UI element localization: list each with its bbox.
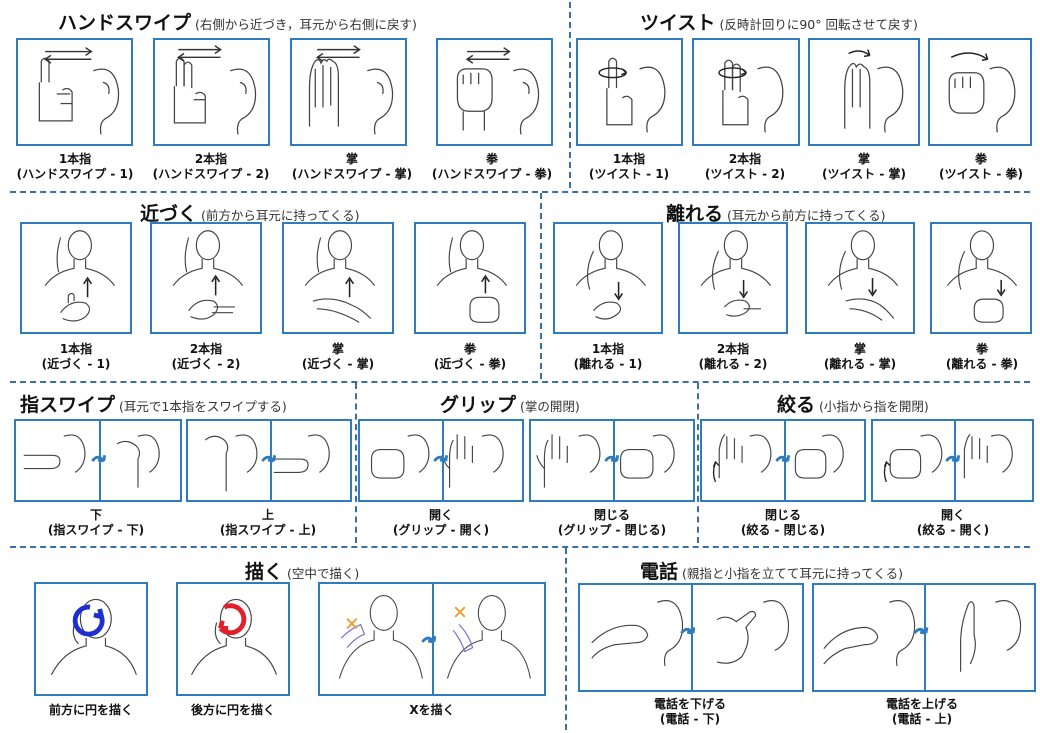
caption-draw-circle-front: 前方に円を描く xyxy=(48,703,134,717)
draw-circle-front-image xyxy=(34,582,148,696)
grip-close-image xyxy=(529,419,695,502)
section-title-phone: 電話(親指と小指を立てて耳元に持ってくる) xyxy=(640,561,904,583)
caption-approach-1: 1本指(近づく - 1) xyxy=(41,342,111,371)
divider-vertical-row4 xyxy=(565,548,567,730)
twist-fist-image xyxy=(928,38,1032,146)
caption-leave-1: 1本指(離れる - 1) xyxy=(573,342,643,371)
leave-fist-image xyxy=(930,222,1032,334)
caption-grip-open: 開く(グリップ - 開く) xyxy=(392,508,490,537)
caption-leave-2: 2本指(離れる - 2) xyxy=(698,342,768,371)
approach-2-image xyxy=(150,222,262,334)
finger-swipe-down-image xyxy=(14,419,182,502)
caption-twist-1: 1本指(ツイスト - 1) xyxy=(588,152,670,181)
section-title-draw: 描く(空中で描く) xyxy=(245,561,360,583)
caption-approach-palm: 掌(近づく - 掌) xyxy=(301,342,375,371)
caption-draw-x: Xを描く xyxy=(409,703,455,717)
caption-hand-swipe-1: 1本指(ハンドスワイプ - 1) xyxy=(16,152,134,181)
caption-squeeze-open: 開く(絞る - 開く) xyxy=(916,508,990,537)
phone-up-image xyxy=(812,583,1036,692)
caption-phone-up: 電話を上げる(電話 - 上) xyxy=(885,697,959,726)
phone-down-image xyxy=(578,583,804,692)
caption-hand-swipe-2: 2本指(ハンドスワイプ - 2) xyxy=(152,152,270,181)
caption-draw-circle-back: 後方に円を描く xyxy=(190,703,276,717)
twist-1-image xyxy=(576,38,683,146)
twist-2-image xyxy=(692,38,800,146)
hand-swipe-fist-image xyxy=(436,38,553,146)
divider-vertical-row3b xyxy=(697,383,699,543)
divider-horizontal-3 xyxy=(10,546,1030,548)
caption-leave-fist: 拳(離れる - 拳) xyxy=(945,342,1019,371)
caption-twist-fist: 拳(ツイスト - 拳) xyxy=(939,152,1023,181)
caption-finger-swipe-down: 下(指スワイプ - 下) xyxy=(47,508,145,537)
divider-vertical-row2 xyxy=(540,193,542,379)
caption-hand-swipe-fist: 拳(ハンドスワイプ - 拳) xyxy=(431,152,553,181)
draw-x-image xyxy=(318,582,546,696)
hand-swipe-palm-image xyxy=(290,38,407,146)
caption-hand-swipe-palm: 掌(ハンドスワイプ - 掌) xyxy=(291,152,413,181)
section-title-leave: 離れる(耳元から前方に持ってくる) xyxy=(666,203,886,225)
approach-palm-image xyxy=(282,222,394,334)
squeeze-close-image xyxy=(700,419,866,502)
caption-squeeze-close: 閉じる(絞る - 閉じる) xyxy=(740,508,826,537)
leave-2-image xyxy=(678,222,788,334)
leave-palm-image xyxy=(805,222,915,334)
caption-twist-palm: 掌(ツイスト - 掌) xyxy=(822,152,906,181)
caption-leave-palm: 掌(離れる - 掌) xyxy=(823,342,897,371)
hand-swipe-1-image xyxy=(16,38,133,146)
squeeze-open-image xyxy=(871,419,1034,502)
divider-horizontal-1 xyxy=(10,191,1030,193)
leave-1-image xyxy=(553,222,663,334)
approach-fist-image xyxy=(414,222,526,334)
section-title-finger-swipe: 指スワイプ(耳元で1本指をスワイプする) xyxy=(20,394,287,416)
caption-phone-down: 電話を下げる(電話 - 下) xyxy=(653,697,727,726)
section-title-grip: グリップ(掌の開閉) xyxy=(440,394,580,416)
grip-open-image xyxy=(358,419,524,502)
section-title-approach: 近づく(前方から耳元に持ってくる) xyxy=(140,203,360,225)
divider-vertical-row3a xyxy=(355,383,357,543)
twist-palm-image xyxy=(808,38,920,146)
caption-grip-close: 閉じる(グリップ - 閉じる) xyxy=(557,508,667,537)
finger-swipe-up-image xyxy=(186,419,352,502)
caption-approach-fist: 拳(近づく - 拳) xyxy=(433,342,507,371)
draw-circle-back-image xyxy=(176,582,290,696)
section-title-twist: ツイスト(反時計回りに90° 回転させて戻す) xyxy=(640,12,918,34)
divider-vertical-row1 xyxy=(569,2,571,188)
caption-finger-swipe-up: 上(指スワイプ - 上) xyxy=(219,508,317,537)
caption-twist-2: 2本指(ツイスト - 2) xyxy=(704,152,786,181)
approach-1-image xyxy=(20,222,132,334)
divider-horizontal-2 xyxy=(10,381,1030,383)
section-title-squeeze: 絞る(小指から指を開閉) xyxy=(777,394,929,416)
caption-approach-2: 2本指(近づく - 2) xyxy=(171,342,241,371)
hand-swipe-2-image xyxy=(153,38,270,146)
section-title-hand-swipe: ハンドスワイプ(右側から近づき，耳元から右側に戻す) xyxy=(58,12,417,34)
